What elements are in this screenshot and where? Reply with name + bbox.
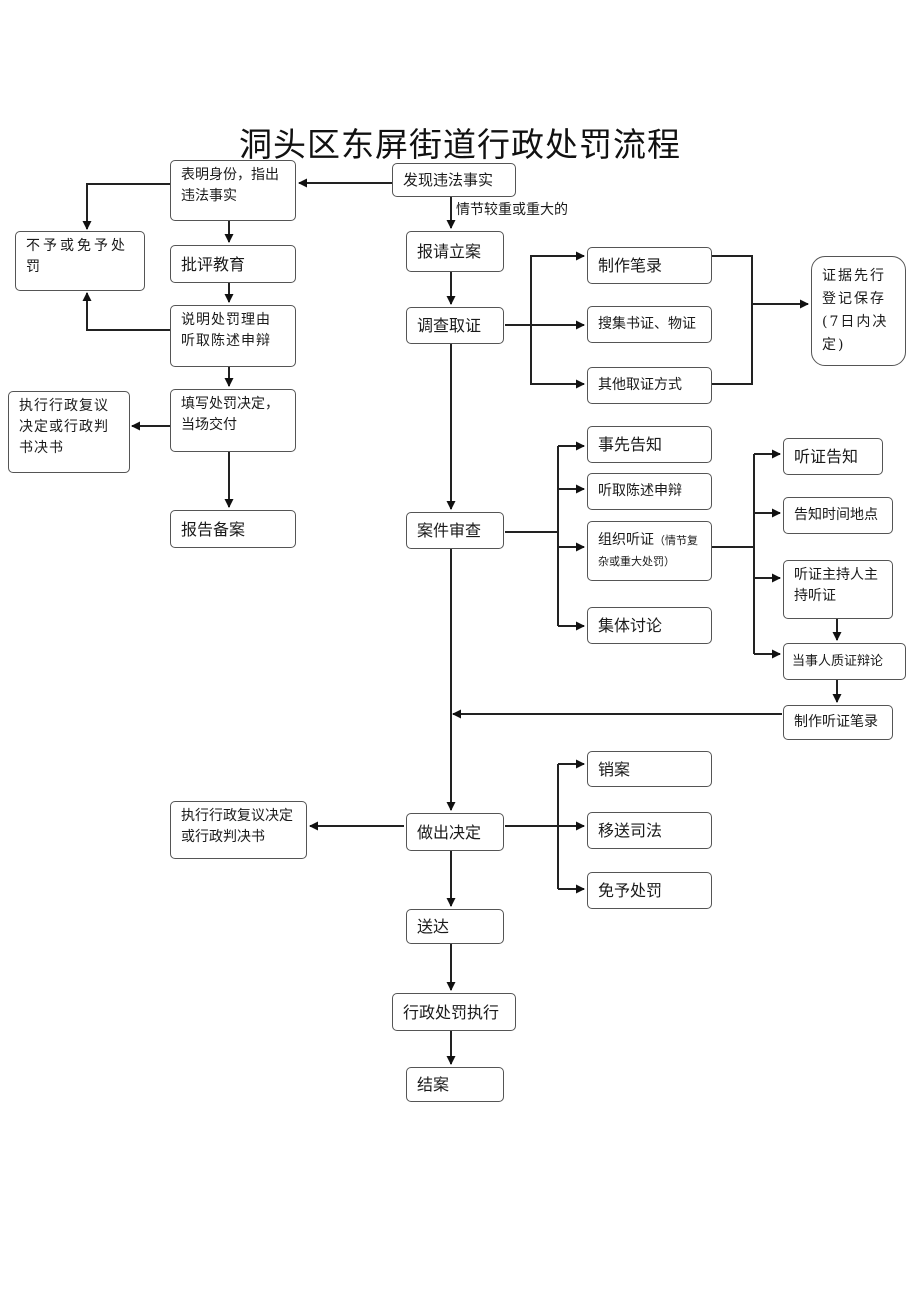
node-other-evidence: 其他取证方式: [587, 367, 712, 404]
node-notify: 事先告知: [587, 426, 712, 463]
page-title: 洞头区东屏街道行政处罚流程: [239, 125, 681, 164]
node-transfer: 移送司法: [587, 812, 712, 849]
node-collective: 集体讨论: [587, 607, 712, 644]
node-close: 结案: [406, 1067, 504, 1102]
node-collect: 搜集书证、物证: [587, 306, 712, 343]
node-hear-statement: 听取陈述申辩: [587, 473, 712, 510]
node-deliver: 送达: [406, 909, 504, 944]
node-decide: 做出决定: [406, 813, 504, 851]
node-hearing-notice: 听证告知: [783, 438, 883, 475]
node-preserve: 证据先行登记保存(7日内决定): [811, 256, 906, 366]
node-report-file: 报告备案: [170, 510, 296, 548]
organize-hearing-label: 组织听证: [598, 532, 654, 548]
node-identify: 表明身份，指出违法事实: [170, 160, 296, 221]
node-no-penalty: 不予或免予处罚: [15, 231, 145, 291]
node-case-review: 案件审查: [406, 512, 504, 549]
node-investigate: 调查取证: [406, 307, 504, 344]
node-fill-decision: 填写处罚决定，当场交付: [170, 389, 296, 452]
node-cross-exam: 当事人质证辩论: [783, 643, 906, 680]
node-exempt: 免予处罚: [587, 872, 712, 909]
node-criticize: 批评教育: [170, 245, 296, 283]
node-execute: 行政处罚执行: [392, 993, 516, 1031]
node-cancel: 销案: [587, 751, 712, 787]
node-host: 听证主持人主持听证: [783, 560, 893, 619]
node-review-left-1: 执行行政复议决定或行政判书决书: [8, 391, 130, 473]
node-discover: 发现违法事实: [392, 163, 516, 197]
node-explain: 说明处罚理由听取陈述申辩: [170, 305, 296, 367]
node-review-left-2: 执行行政复议决定或行政判决书: [170, 801, 307, 859]
node-time-place: 告知时间地点: [783, 497, 893, 534]
node-record: 制作笔录: [587, 247, 712, 284]
branch-label: 情节较重或重大的: [456, 202, 568, 218]
node-filing: 报请立案: [406, 231, 504, 272]
node-organize-hearing: 组织听证（情节复杂或重大处罚）: [587, 521, 712, 581]
organize-hearing-note: （情节复杂或重大处罚）: [598, 534, 698, 568]
node-hearing-record: 制作听证笔录: [783, 705, 893, 740]
